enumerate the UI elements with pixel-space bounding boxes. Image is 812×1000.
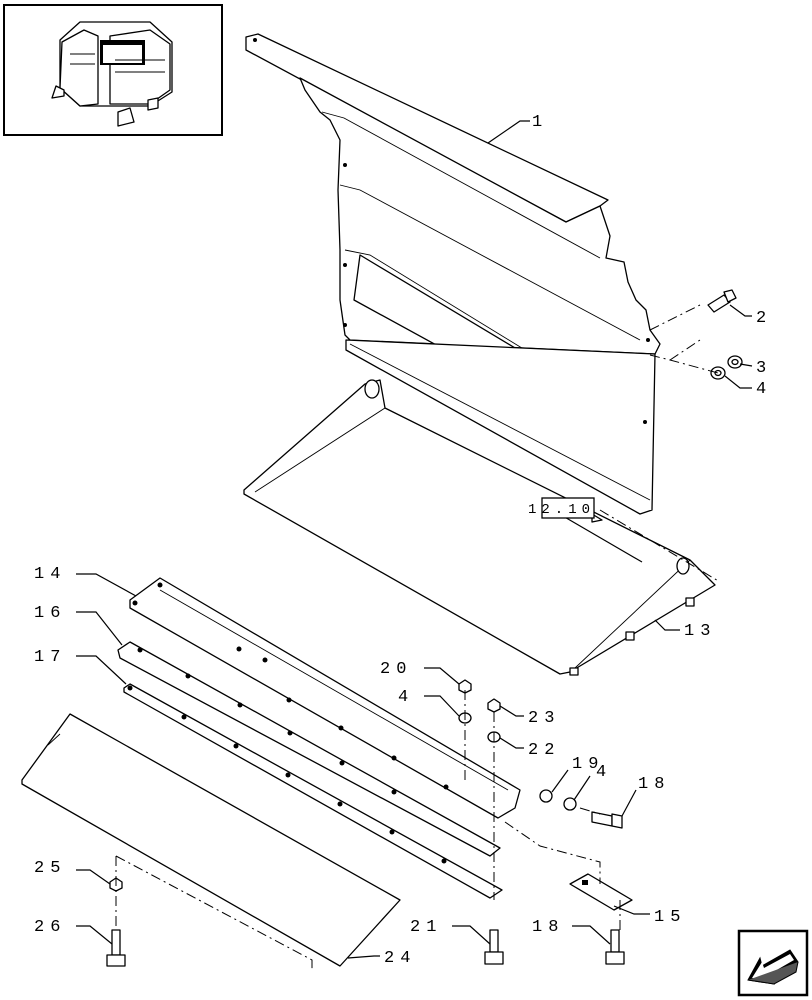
reference-label: 12.10 — [528, 502, 595, 518]
part-4-washer-lower[interactable] — [563, 797, 577, 811]
part-21-bolt[interactable] — [484, 929, 504, 965]
part-2-bolt[interactable] — [707, 289, 737, 313]
callout-3: 3 — [756, 359, 772, 378]
callout-23: 23 — [528, 709, 560, 728]
return-button[interactable] — [737, 929, 809, 997]
assembly-centerlines — [115, 304, 721, 970]
part-4-washer-upper[interactable] — [710, 366, 726, 380]
callout-19: 19 — [572, 755, 604, 774]
part-14-channel[interactable] — [129, 577, 521, 819]
callout-18-lower: 18 — [532, 918, 564, 937]
reference-box[interactable]: 12.10 — [528, 497, 595, 519]
callout-18: 18 — [638, 775, 670, 794]
part-17-strip[interactable] — [123, 683, 503, 899]
machine-overview-icon — [51, 21, 173, 127]
part-20-nut[interactable] — [458, 679, 472, 694]
callout-22: 22 — [528, 741, 560, 760]
callout-4: 4 — [756, 380, 772, 399]
part-16-strip[interactable] — [117, 641, 501, 857]
part-24-cover[interactable] — [21, 713, 401, 967]
part-18-bolt-horizontal[interactable] — [591, 811, 623, 829]
return-arrow-icon — [747, 949, 799, 985]
callout-4-lower: 4 — [596, 763, 612, 782]
callout-14: 14 — [34, 565, 66, 584]
callout-25: 25 — [34, 859, 66, 878]
part-3-washer[interactable] — [727, 355, 743, 369]
part-13-tray[interactable] — [243, 379, 716, 676]
callout-21: 21 — [410, 918, 442, 937]
callout-15: 15 — [654, 908, 686, 927]
machine-thumbnail[interactable] — [3, 4, 223, 136]
callout-26: 26 — [34, 918, 66, 937]
callout-1: 1 — [532, 113, 548, 132]
part-18-bolt-vertical[interactable] — [605, 929, 625, 965]
part-1-upper-panel[interactable] — [245, 33, 661, 515]
part-26-bolt[interactable] — [106, 929, 126, 967]
callout-13: 13 — [684, 622, 716, 641]
leader-lines — [76, 120, 753, 959]
callout-20: 20 — [380, 660, 412, 679]
callout-17: 17 — [34, 648, 66, 667]
callout-24: 24 — [384, 949, 416, 968]
callouts: 1 2 3 4 13 14 16 17 20 4 23 22 19 4 18 2… — [34, 113, 772, 968]
part-15-plate[interactable] — [569, 873, 633, 911]
part-19-washer[interactable] — [539, 789, 553, 803]
callout-2: 2 — [756, 309, 772, 328]
callout-16: 16 — [34, 604, 66, 623]
callout-4-middle: 4 — [398, 688, 414, 707]
part-23-nut[interactable] — [487, 698, 501, 713]
